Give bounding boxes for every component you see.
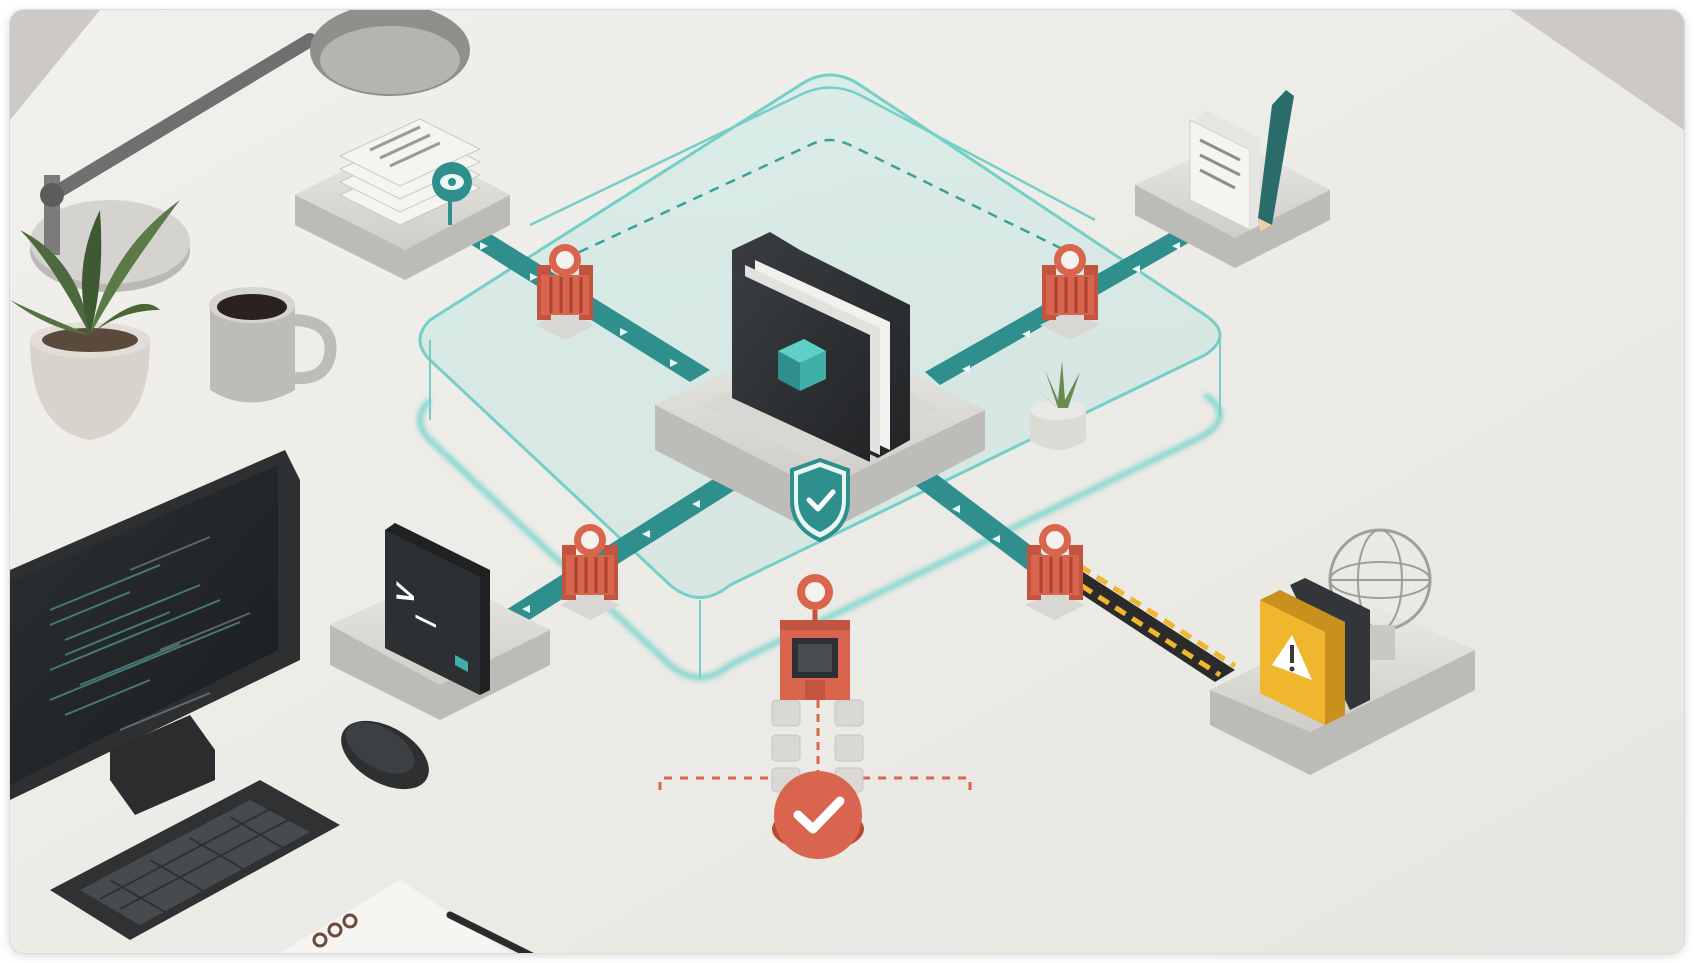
central-vault <box>655 232 985 543</box>
terminal-icon: >_ <box>385 523 490 695</box>
document-stack-eye-icon <box>338 118 482 226</box>
gate-bottom-left <box>560 524 620 620</box>
hazard-path <box>1060 563 1237 682</box>
gate-top-right <box>1040 244 1100 340</box>
documents-station <box>295 118 510 280</box>
writing-station <box>1135 90 1330 268</box>
succulent-pot <box>1030 360 1088 450</box>
alert-station <box>1210 528 1475 775</box>
checkmark-badge-icon <box>772 771 864 859</box>
scene-frame: >_ <box>10 10 1684 953</box>
access-gates <box>535 244 1100 620</box>
folder-with-cube-icon <box>732 232 910 462</box>
warning-globe-icon <box>1260 528 1432 725</box>
terminal-station: >_ <box>330 523 550 720</box>
desktop-monitor <box>10 450 300 815</box>
book-pencil-icon <box>1189 90 1294 232</box>
verification-dashes <box>658 776 972 790</box>
isometric-scene: >_ <box>10 10 1684 953</box>
keyboard <box>50 780 340 940</box>
gate-top-left <box>535 244 595 340</box>
coffee-mug <box>209 287 337 403</box>
shield-check-icon <box>790 457 850 543</box>
computer-mouse <box>341 720 429 790</box>
potted-plant <box>10 200 180 440</box>
gate-bottom-right <box>1025 524 1085 620</box>
notebook <box>280 880 534 953</box>
